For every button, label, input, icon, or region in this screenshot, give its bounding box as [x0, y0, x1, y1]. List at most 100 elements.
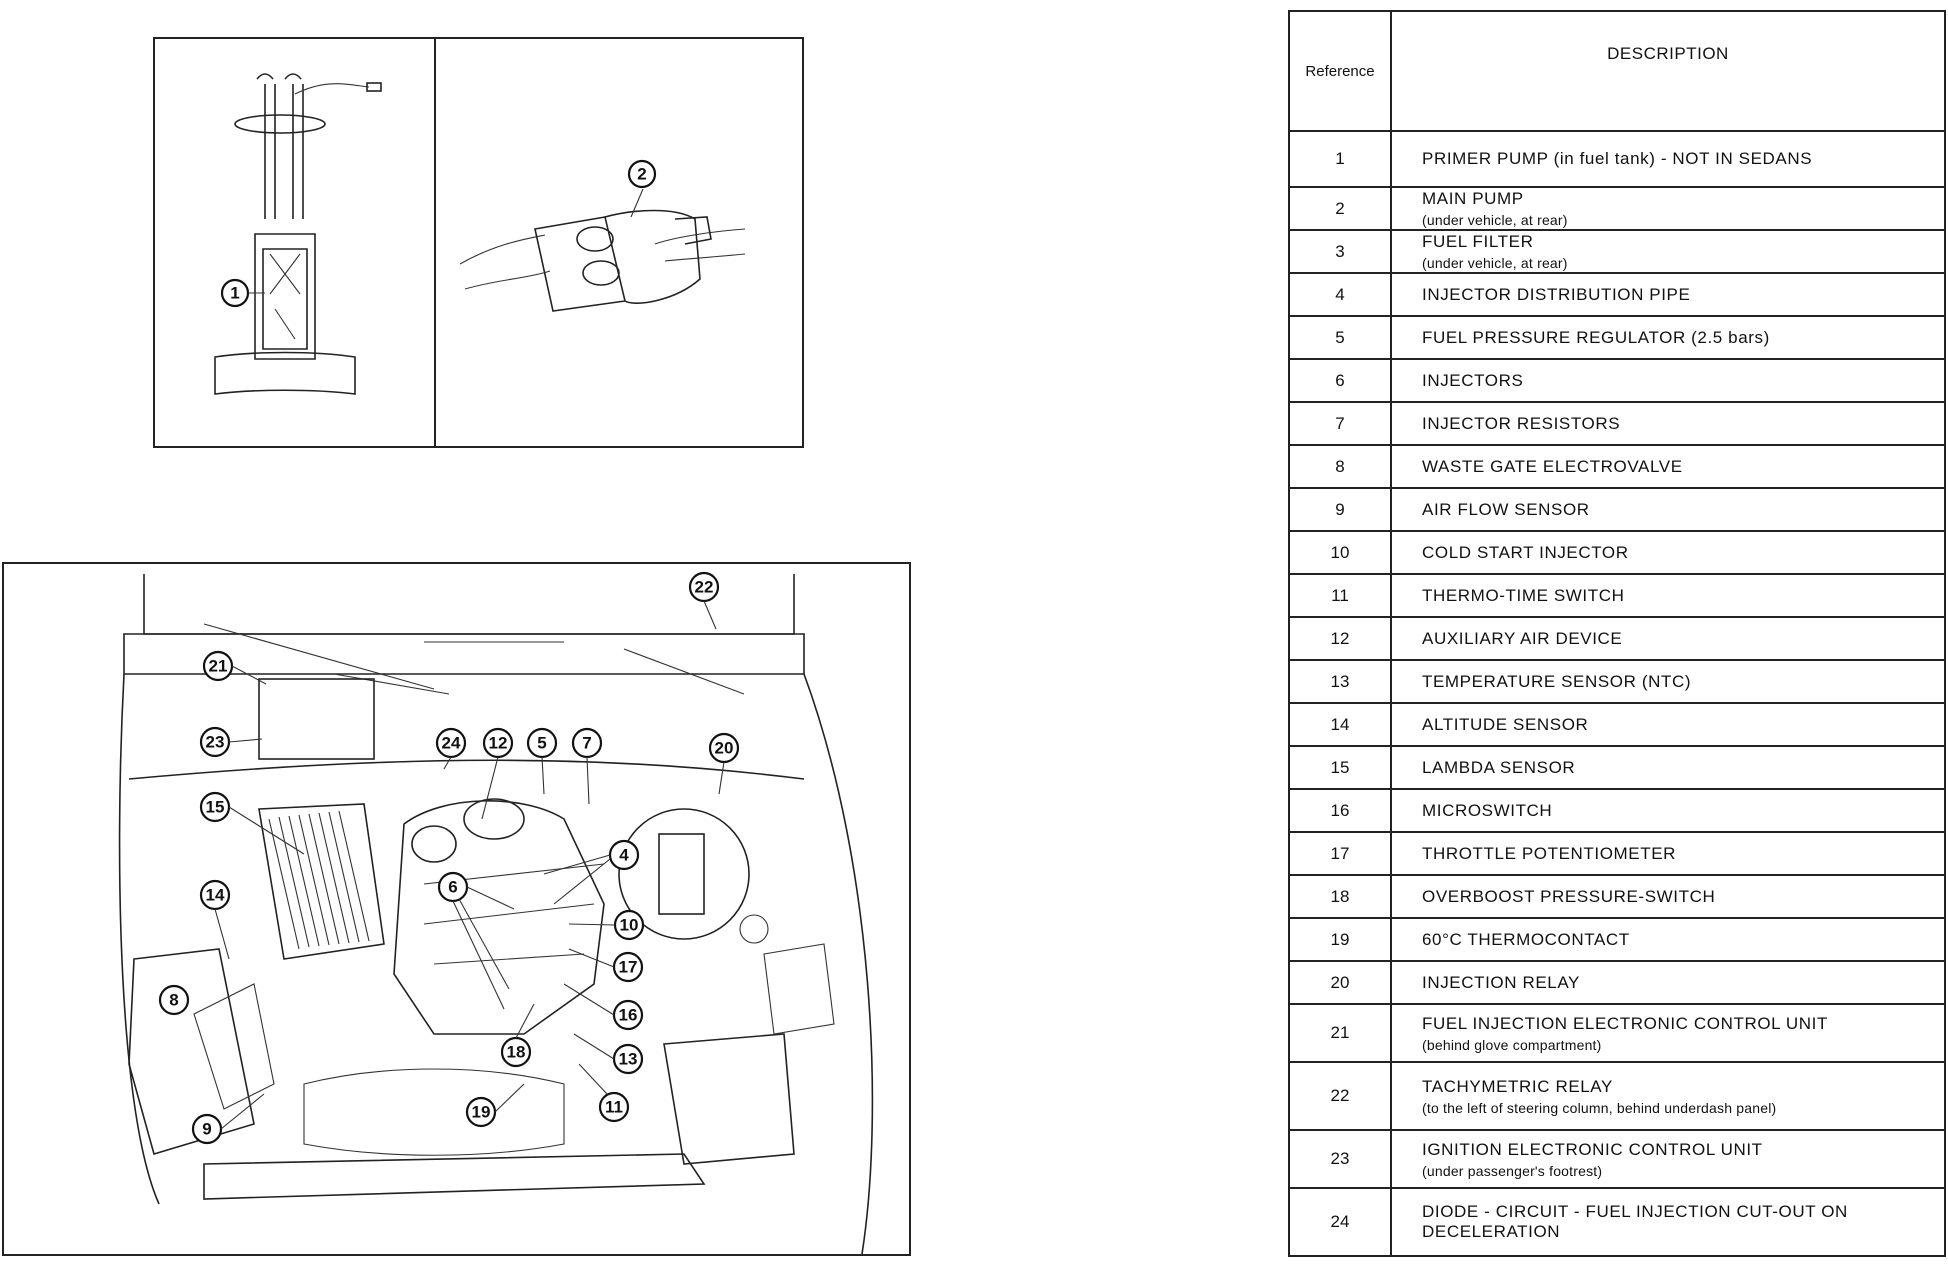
callout-21: 21: [202, 650, 234, 682]
reference-number: 2: [1288, 186, 1392, 231]
callout-24: 24: [435, 727, 467, 759]
svg-text:20: 20: [715, 739, 734, 758]
component-description: INJECTORS: [1422, 370, 1524, 390]
reference-column-header: Reference: [1288, 10, 1392, 132]
component-description: MAIN PUMP: [1422, 189, 1524, 208]
component-description-cell: WASTE GATE ELECTROVALVE: [1390, 444, 1946, 489]
svg-text:2: 2: [637, 165, 646, 184]
component-description-cell: FUEL PRESSURE REGULATOR (2.5 bars): [1390, 315, 1946, 360]
component-location-note: (under vehicle, at rear): [1422, 255, 1568, 271]
svg-text:21: 21: [209, 657, 228, 676]
component-description: FUEL FILTER: [1422, 232, 1534, 251]
engine-bay-illustration: 22 21 23 24 12 5 7 20 15 4 6 14 10 17 8 …: [118, 571, 874, 1255]
reference-number: 12: [1288, 616, 1392, 661]
component-description-cell: INJECTORS: [1390, 358, 1946, 403]
callout-14: 14: [199, 879, 231, 911]
description-column-header: DESCRIPTION: [1390, 10, 1946, 132]
component-description: THROTTLE POTENTIOMETER: [1422, 843, 1677, 863]
component-location-note: (under vehicle, at rear): [1422, 212, 1568, 228]
reference-number: 7: [1288, 401, 1392, 446]
reference-number: 1: [1288, 130, 1392, 188]
panel-divider: [434, 39, 436, 446]
reference-number: 21: [1288, 1003, 1392, 1063]
callout-8: 8: [158, 984, 190, 1016]
callout-1: 1: [220, 278, 250, 308]
component-description-cell: INJECTION RELAY: [1390, 960, 1946, 1005]
table-row: 2 MAIN PUMP (under vehicle, at rear): [1288, 186, 1946, 231]
component-description-cell: OVERBOOST PRESSURE-SWITCH: [1390, 874, 1946, 919]
component-description: INJECTOR RESISTORS: [1422, 413, 1621, 433]
callout-9: 9: [191, 1113, 223, 1145]
main-pump-drawing: [459, 188, 746, 312]
component-description-cell: AIR FLOW SENSOR: [1390, 487, 1946, 532]
svg-text:15: 15: [206, 798, 225, 817]
reference-number: 6: [1288, 358, 1392, 403]
component-description-cell: FUEL INJECTION ELECTRONIC CONTROL UNIT(b…: [1390, 1003, 1946, 1063]
callout-16: 16: [612, 999, 644, 1031]
table-header-row: Reference DESCRIPTION: [1288, 10, 1946, 132]
callout-4: 4: [608, 839, 640, 871]
component-description-cell: DIODE - CIRCUIT - FUEL INJECTION CUT-OUT…: [1390, 1187, 1946, 1257]
callout-12: 12: [482, 727, 514, 759]
component-description-cell: TEMPERATURE SENSOR (NTC): [1390, 659, 1946, 704]
primer-pump-drawing: [214, 73, 382, 395]
svg-text:22: 22: [695, 578, 714, 597]
reference-number: 14: [1288, 702, 1392, 747]
reference-number: 16: [1288, 788, 1392, 833]
reference-number: 5: [1288, 315, 1392, 360]
component-description: OVERBOOST PRESSURE-SWITCH: [1422, 886, 1716, 906]
reference-number: 10: [1288, 530, 1392, 575]
reference-number: 22: [1288, 1061, 1392, 1131]
component-location-note: (under passenger's footrest): [1422, 1162, 1603, 1179]
component-description-cell: INJECTOR RESISTORS: [1390, 401, 1946, 446]
reference-number: 8: [1288, 444, 1392, 489]
reference-number: 18: [1288, 874, 1392, 919]
svg-text:4: 4: [619, 846, 629, 865]
callout-15: 15: [199, 791, 231, 823]
component-description-cell: ALTITUDE SENSOR: [1390, 702, 1946, 747]
svg-text:7: 7: [582, 734, 591, 753]
callout-19: 19: [465, 1096, 497, 1128]
svg-text:16: 16: [619, 1006, 638, 1025]
callout-23: 23: [199, 726, 231, 758]
component-description: INJECTOR DISTRIBUTION PIPE: [1422, 284, 1691, 304]
engine-bay-drawing: [118, 574, 874, 1255]
reference-number: 13: [1288, 659, 1392, 704]
reference-number: 20: [1288, 960, 1392, 1005]
reference-number: 11: [1288, 573, 1392, 618]
component-location-note: (to the left of steering column, behind …: [1422, 1099, 1777, 1116]
component-description-cell: INJECTOR DISTRIBUTION PIPE: [1390, 272, 1946, 317]
callout-5: 5: [526, 727, 558, 759]
engine-bay-panel: 22 21 23 24 12 5 7 20 15 4 6 14 10 17 8 …: [2, 562, 911, 1256]
component-description-cell: TACHYMETRIC RELAY(to the left of steerin…: [1390, 1061, 1946, 1131]
component-description-cell: MICROSWITCH: [1390, 788, 1946, 833]
callout-6: 6: [437, 871, 469, 903]
svg-text:9: 9: [202, 1120, 211, 1139]
svg-text:5: 5: [537, 734, 546, 753]
svg-text:6: 6: [448, 878, 457, 897]
component-description-cell: THERMO-TIME SWITCH: [1390, 573, 1946, 618]
component-description-cell: IGNITION ELECTRONIC CONTROL UNIT(under p…: [1390, 1129, 1946, 1189]
table-row: 18 OVERBOOST PRESSURE-SWITCH: [1288, 874, 1946, 919]
component-description: 60°C THERMOCONTACT: [1422, 929, 1630, 949]
component-description-cell: 60°C THERMOCONTACT: [1390, 917, 1946, 962]
svg-text:18: 18: [507, 1043, 526, 1062]
svg-text:1: 1: [230, 284, 239, 303]
component-description: MICROSWITCH: [1422, 800, 1553, 820]
